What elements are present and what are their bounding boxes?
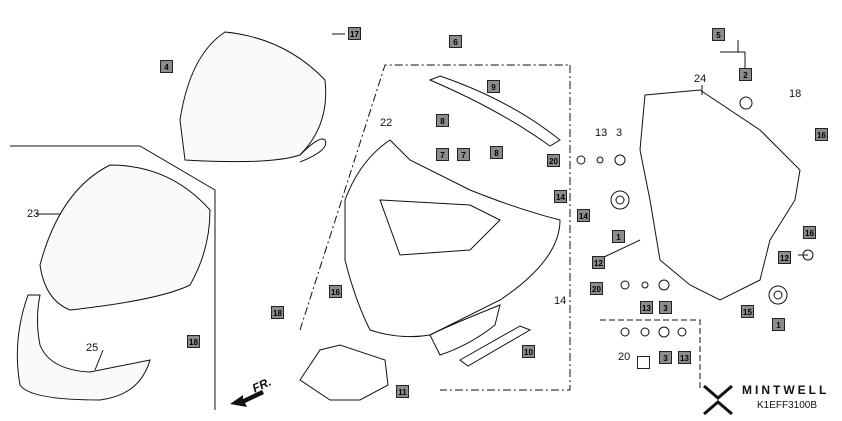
part-box-12b: 12: [778, 251, 791, 264]
part-box-8a: 8: [436, 114, 449, 127]
windscreen-upper: [179, 31, 327, 163]
windscreen-lower: [39, 164, 211, 311]
label-25: 25: [86, 342, 99, 354]
part-box-17: 17: [348, 27, 361, 40]
label-23: 23: [27, 208, 40, 220]
part-box-4: 4: [160, 60, 173, 73]
part-box-7b: 7: [457, 148, 470, 161]
label-14c: 14: [554, 295, 567, 307]
part-box-7a: 7: [436, 148, 449, 161]
strip-9: [428, 75, 561, 147]
part-box-16c: 16: [329, 285, 342, 298]
bracket-11: [299, 344, 389, 401]
diagram-code: K1EFF3100B: [757, 400, 818, 411]
part-box-18c: 18: [187, 335, 200, 348]
frame-small: [600, 319, 701, 390]
part-box-12a: 12: [592, 256, 605, 269]
frame-24: [639, 89, 801, 301]
part-box-5: 5: [712, 28, 725, 41]
label-13a: 13: [595, 127, 608, 139]
part-box-1b: 1: [772, 318, 785, 331]
label-24: 24: [694, 73, 707, 85]
part-box-15: 15: [741, 305, 754, 318]
label-22: 22: [380, 117, 393, 129]
part-box-13c: 13: [678, 351, 691, 364]
brand-name: MINTWELL: [742, 383, 830, 397]
part-box-8b: 8: [490, 146, 503, 159]
part-box-blank: [637, 356, 650, 369]
part-box-14a: 14: [554, 190, 567, 203]
part-box-9: 9: [487, 80, 500, 93]
label-18a: 18: [789, 88, 802, 100]
fairing-22: [344, 139, 561, 338]
brand-logo-mark: [703, 384, 733, 416]
label-3a: 3: [616, 127, 623, 139]
part-box-10b: 10: [522, 345, 535, 358]
frame-center-right: [440, 65, 571, 391]
front-arrow: [230, 390, 264, 407]
part-box-2: 2: [739, 68, 752, 81]
part-box-18b: 18: [271, 306, 284, 319]
part-box-3b: 3: [659, 301, 672, 314]
part-box-16b: 16: [803, 226, 816, 239]
part-box-20a: 20: [547, 154, 560, 167]
part-box-20b: 20: [590, 282, 603, 295]
part-box-6: 6: [449, 35, 462, 48]
part-box-14b: 14: [577, 209, 590, 222]
label-20c: 20: [618, 351, 631, 363]
part-box-13b: 13: [640, 301, 653, 314]
frame-left: [10, 145, 216, 410]
frame-center-top: [299, 64, 570, 331]
part-box-11: 11: [396, 385, 409, 398]
visor-25: [16, 294, 151, 401]
part-box-3c: 3: [659, 351, 672, 364]
part-box-1a: 1: [612, 230, 625, 243]
part-box-16a: 16: [815, 128, 828, 141]
